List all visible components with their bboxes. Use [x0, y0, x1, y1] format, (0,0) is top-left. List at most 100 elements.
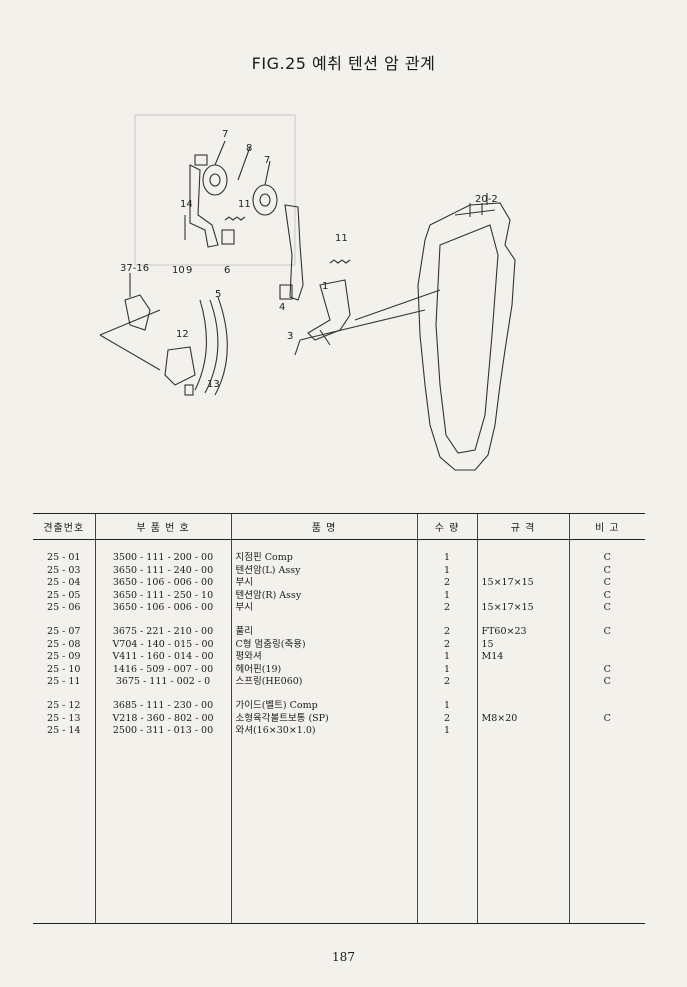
callout-12: 12 [176, 329, 189, 340]
remark-cell [568, 725, 645, 738]
table-row: 25 - 13 V218 - 360 - 802 - 00 소형육각볼트보통 (… [33, 712, 645, 726]
spec-cell: 15 [476, 638, 569, 652]
part-name-cell: 와셔(16×30×1.0) [230, 725, 417, 738]
table-row: 25 - 14 2500 - 311 - 013 - 00 와셔(16×30×1… [33, 725, 645, 738]
part-number-cell: 3675 - 221 - 210 - 00 [94, 626, 231, 639]
ref-cell: 25 - 09 [47, 651, 81, 663]
part-number-cell: 3650 - 111 - 250 - 10 [94, 589, 231, 603]
spec-cell [476, 552, 569, 565]
callout-14: 14 [180, 199, 193, 210]
qty-cell: 1 [416, 589, 477, 603]
part-number-cell: V411 - 160 - 014 - 00 [94, 651, 231, 664]
part-number-cell: 3650 - 111 - 240 - 00 [94, 564, 231, 578]
callout-37-16: 37-16 [120, 263, 149, 274]
spec-cell [476, 725, 569, 738]
header-part-number: 부 품 번 호 [94, 513, 231, 540]
spec-cell: M14 [476, 651, 569, 664]
table-row: 25 - 11 3675 - 111 - 002 - 0 스프링(HE060) … [33, 676, 645, 689]
remark-cell: C [568, 626, 645, 639]
header-quantity: 수 량 [416, 513, 477, 540]
callout-13: 13 [207, 379, 220, 390]
qty-cell: 1 [416, 552, 477, 565]
callout-9: 9 [186, 265, 192, 276]
table-row: 25 - 07 3675 - 221 - 210 - 00 풀리 2 FT60×… [33, 626, 645, 639]
remark-cell: C [568, 602, 645, 615]
part-name-cell: 지점핀 Comp [230, 552, 417, 565]
qty-cell: 2 [416, 626, 477, 639]
callout-11b: 11 [335, 233, 348, 244]
part-name-cell: C형 멈춤링(축용) [230, 638, 417, 652]
qty-cell: 1 [416, 651, 477, 664]
callout-8: 8 [246, 143, 252, 154]
callout-5: 5 [215, 289, 221, 300]
spec-cell [476, 676, 569, 689]
qty-cell: 1 [416, 700, 477, 713]
callout-20-2: 20-2 [475, 194, 498, 205]
part-name-cell: 텐션암(L) Assy [230, 564, 417, 578]
spec-cell: 15×17×15 [476, 602, 569, 615]
remark-cell: C [568, 663, 645, 677]
qty-cell: 1 [416, 725, 477, 738]
spec-cell [476, 564, 569, 578]
part-number-cell: V218 - 360 - 802 - 00 [94, 712, 231, 726]
header-spec: 규 격 [476, 513, 569, 540]
ref-cell: 25 - 06 [47, 602, 81, 614]
part-name-cell: 평와셔 [230, 651, 417, 664]
callout-7a: 7 [222, 129, 228, 140]
spec-cell: M8×20 [476, 712, 569, 726]
callout-6: 6 [224, 265, 230, 276]
part-name-cell: 가이드(벨트) Comp [230, 700, 417, 713]
part-number-cell: 1416 - 509 - 007 - 00 [94, 663, 231, 677]
qty-cell: 2 [416, 676, 477, 689]
table-body: 25 - 01 3500 - 111 - 200 - 00 지점핀 Comp 1… [33, 539, 645, 924]
ref-cell: 25 - 04 [47, 577, 81, 589]
ref-cell: 25 - 05 [47, 589, 81, 601]
callout-labels: 7 8 7 11 14 10 9 6 37-16 5 12 13 4 1 3 1… [120, 129, 498, 390]
table-row: 25 - 03 3650 - 111 - 240 - 00 텐션암(L) Ass… [33, 564, 645, 578]
callout-3: 3 [287, 331, 293, 342]
table-header-row: 견출번호 부 품 번 호 품 명 수 량 규 격 비 고 [33, 513, 645, 540]
part-name-cell: 부시 [230, 602, 417, 615]
callout-10: 10 [172, 265, 185, 276]
part-name-cell: 헤어핀(19) [230, 663, 417, 677]
qty-cell: 2 [416, 602, 477, 615]
ref-cell: 25 - 07 [47, 626, 81, 638]
figure-title: FIG.25 예취 텐션 암 관계 [251, 54, 436, 73]
table-row: 25 - 08 V704 - 140 - 015 - 00 C형 멈춤링(축용)… [33, 638, 645, 652]
part-number-cell: V704 - 140 - 015 - 00 [94, 638, 231, 652]
parts-list-table: 견출번호 부 품 번 호 품 명 수 량 규 격 비 고 25 - 01 350… [33, 513, 645, 924]
remark-cell: C [568, 577, 645, 590]
header-part-name: 품 명 [230, 513, 417, 540]
callout-7b: 7 [264, 155, 270, 166]
exploded-parts-diagram: 7 8 7 11 14 10 9 6 37-16 5 12 13 4 1 3 1… [99, 114, 516, 471]
ref-cell: 25 - 10 [47, 663, 81, 675]
part-number-cell: 3500 - 111 - 200 - 00 [94, 552, 231, 565]
ref-cell: 25 - 03 [47, 564, 81, 576]
part-name-cell: 텐션암(R) Assy [230, 589, 417, 603]
ref-cell: 25 - 11 [47, 676, 81, 688]
spec-cell [476, 589, 569, 603]
header-remarks: 비 고 [568, 513, 645, 540]
qty-cell: 2 [416, 712, 477, 726]
spec-cell: FT60×23 [476, 626, 569, 639]
qty-cell: 2 [416, 577, 477, 590]
table-row: 25 - 04 3650 - 106 - 006 - 00 부시 2 15×17… [33, 577, 645, 590]
remark-cell [568, 700, 645, 713]
part-name-cell: 풀리 [230, 626, 417, 639]
ref-cell: 25 - 12 [47, 700, 81, 712]
qty-cell: 2 [416, 638, 477, 652]
callout-4: 4 [279, 302, 285, 313]
part-number-cell: 3685 - 111 - 230 - 00 [94, 700, 231, 713]
ref-cell: 25 - 08 [47, 638, 81, 650]
remark-cell: C [568, 552, 645, 565]
remark-cell: C [568, 712, 645, 726]
table-row: 25 - 01 3500 - 111 - 200 - 00 지점핀 Comp 1… [33, 552, 645, 565]
table-row: 25 - 12 3685 - 111 - 230 - 00 가이드(벨트) Co… [33, 700, 645, 713]
ref-cell: 25 - 14 [47, 725, 81, 737]
table-row: 25 - 10 1416 - 509 - 007 - 00 헤어핀(19) 1 … [33, 663, 645, 677]
part-number-cell: 3650 - 106 - 006 - 00 [94, 602, 231, 615]
table-row: 25 - 05 3650 - 111 - 250 - 10 텐션암(R) Ass… [33, 589, 645, 603]
remark-cell: C [568, 589, 645, 603]
page-number: 187 [332, 950, 355, 964]
